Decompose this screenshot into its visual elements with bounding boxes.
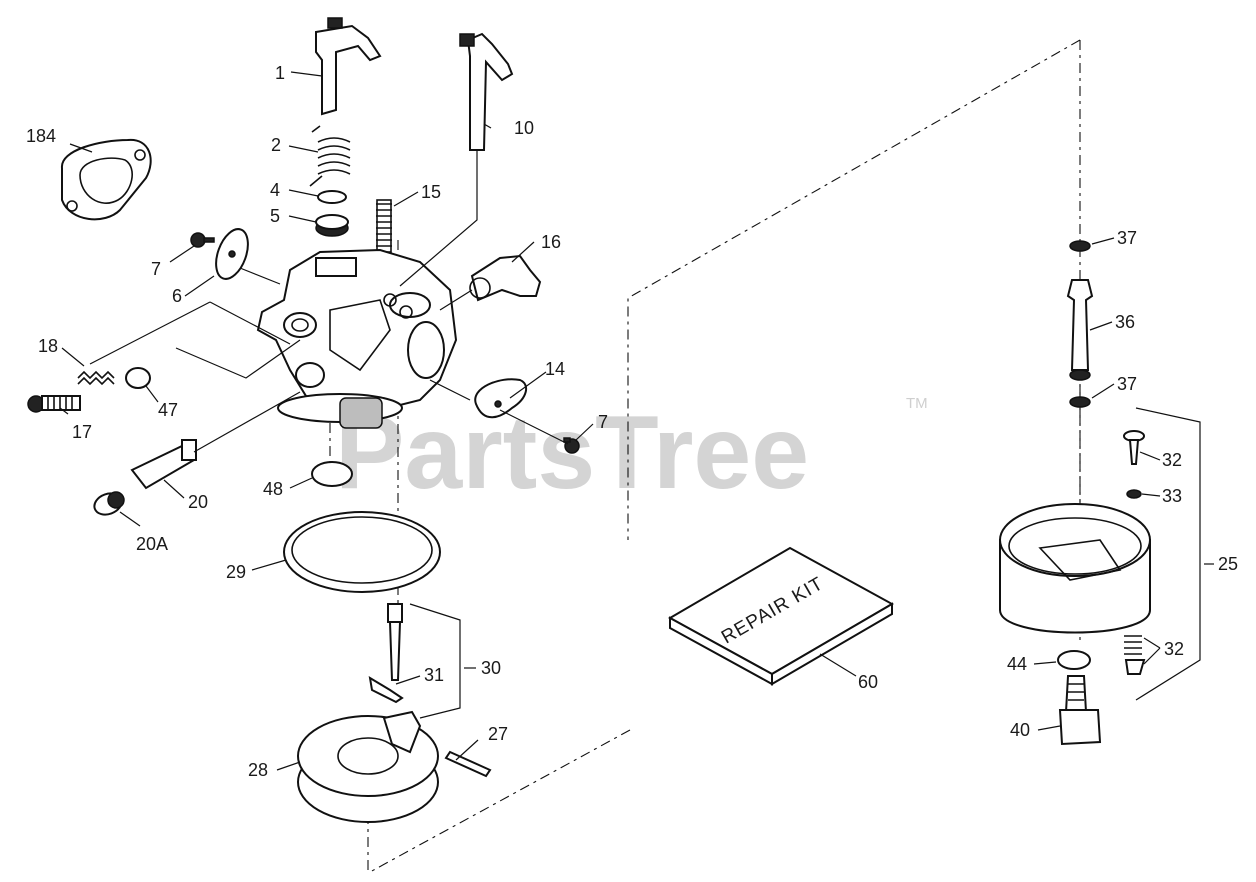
callout-32-lower: 32 [1164, 639, 1184, 659]
part-16-fuel-elbow [469, 254, 542, 302]
carburetor-body [256, 248, 458, 429]
callout-labels: 1 2 4 5 6 7 7 10 14 15 16 17 18 20 20A 2… [26, 63, 1238, 780]
callout-33: 33 [1162, 486, 1182, 506]
part-31-clip [368, 676, 404, 704]
part-48-washer [311, 461, 353, 487]
watermark-trademark: TM [906, 395, 928, 412]
part-33-washer [1126, 489, 1142, 499]
callout-184: 184 [26, 126, 56, 146]
callout-32-upper: 32 [1162, 450, 1182, 470]
part-27-float-pin [444, 750, 492, 778]
part-40-bowl-nut [1058, 675, 1102, 746]
part-29-bowl-gasket [283, 511, 441, 593]
callout-36: 36 [1115, 312, 1135, 332]
part-17-idle-mixture-screw [27, 395, 81, 413]
part-37-seal-lower [1069, 396, 1091, 408]
part-20-nozzle [130, 439, 197, 490]
callout-6: 6 [172, 286, 182, 306]
callout-5: 5 [270, 206, 280, 226]
part-44-washer [1057, 650, 1091, 670]
part-36-main-jet [1066, 279, 1094, 381]
callout-1: 1 [275, 63, 285, 83]
part-6-throttle-plate [215, 228, 249, 280]
callout-20a: 20A [136, 534, 168, 554]
part-20a-cap [93, 491, 125, 516]
callout-25: 25 [1218, 554, 1238, 574]
part-10-choke-shaft [459, 32, 514, 151]
callout-10: 10 [514, 118, 534, 138]
callout-20: 20 [188, 492, 208, 512]
callout-18: 18 [38, 336, 58, 356]
part-1-throttle-lever [315, 17, 382, 116]
part-7-screw-upper [190, 232, 215, 248]
part-32-drain-valve-lower [1124, 635, 1146, 675]
callout-4: 4 [270, 180, 280, 200]
callout-60: 60 [858, 672, 878, 692]
callout-17: 17 [72, 422, 92, 442]
callout-40: 40 [1010, 720, 1030, 740]
part-60-repair-kit: REPAIR KIT [667, 546, 895, 686]
callout-15: 15 [421, 182, 441, 202]
callout-28: 28 [248, 760, 268, 780]
callout-47: 47 [158, 400, 178, 420]
part-30-inlet-needle [387, 603, 403, 681]
callout-48: 48 [263, 479, 283, 499]
callout-27: 27 [488, 724, 508, 744]
part-184-gasket [60, 138, 152, 221]
part-7-screw-lower [563, 437, 580, 454]
part-47-o-ring [125, 367, 151, 389]
part-15-idle-spring [376, 199, 392, 253]
callout-37-upper: 37 [1117, 228, 1137, 248]
part-4-washer [317, 190, 347, 204]
part-14-choke-plate [474, 378, 528, 419]
part-32-drain-valve-upper [1123, 430, 1145, 465]
part-2-throttle-spring [309, 125, 351, 187]
callout-44: 44 [1007, 654, 1027, 674]
part-37-seal-upper [1069, 240, 1091, 252]
part-25-float-bowl [999, 503, 1151, 634]
part-18-spring [77, 370, 115, 386]
callout-7-lower: 7 [598, 412, 608, 432]
callout-29: 29 [226, 562, 246, 582]
callout-2: 2 [271, 135, 281, 155]
leader-lines [59, 71, 1214, 771]
callout-30: 30 [481, 658, 501, 678]
callout-31: 31 [424, 665, 444, 685]
callout-37-lower: 37 [1117, 374, 1137, 394]
callout-14: 14 [545, 359, 565, 379]
callout-16: 16 [541, 232, 561, 252]
part-28-float [297, 710, 439, 823]
part-5-seal [315, 214, 349, 237]
callout-7-upper: 7 [151, 259, 161, 279]
